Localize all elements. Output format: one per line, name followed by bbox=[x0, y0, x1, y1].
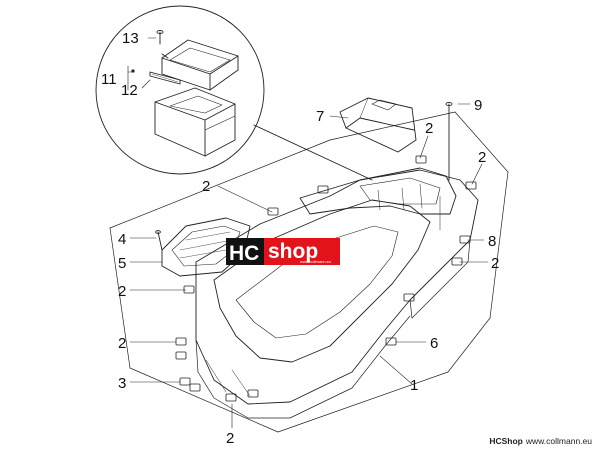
detail-inset-circle bbox=[95, 5, 265, 175]
screw-4-drawing bbox=[155, 230, 163, 251]
watermark-hc-text: HC bbox=[229, 242, 259, 265]
callout-12: 12 bbox=[121, 82, 138, 99]
battery-box-drawing bbox=[154, 87, 236, 157]
callout-9: 9 bbox=[474, 97, 482, 114]
part-12-dot bbox=[131, 69, 135, 73]
callout-8: 8 bbox=[488, 233, 496, 250]
callout-4: 4 bbox=[118, 231, 126, 248]
inset-leader-line bbox=[253, 124, 373, 181]
callout-labels: 13 11 12 7 9 2 2 2 4 5 8 2 2 2 6 3 1 2 bbox=[101, 30, 499, 447]
callout-2-left-lower: 2 bbox=[118, 335, 126, 352]
callout-5: 5 bbox=[118, 255, 126, 272]
callout-13: 13 bbox=[122, 30, 139, 47]
callout-2-top-right: 2 bbox=[425, 120, 433, 137]
watermark-shop-text: shop bbox=[268, 240, 318, 263]
callout-2-bottom: 2 bbox=[226, 430, 234, 447]
strap-12-drawing bbox=[149, 71, 181, 85]
bolt-9-drawing bbox=[445, 101, 453, 181]
hcshop-watermark-logo: HC shop www.collmann.eu bbox=[226, 238, 340, 265]
callout-3: 3 bbox=[118, 375, 126, 392]
callout-2-left-mid: 2 bbox=[118, 283, 126, 300]
callout-1: 1 bbox=[410, 377, 418, 394]
callout-6: 6 bbox=[430, 335, 438, 352]
callout-2-left-upper: 2 bbox=[202, 178, 210, 195]
callout-7: 7 bbox=[316, 108, 324, 125]
callout-2-right-upper: 2 bbox=[478, 149, 486, 166]
callout-2-right-mid: 2 bbox=[491, 255, 499, 272]
screw-13-drawing bbox=[156, 29, 164, 45]
clip-parts bbox=[175, 155, 477, 402]
callout-11: 11 bbox=[101, 71, 117, 88]
battery-lid-drawing bbox=[161, 39, 239, 91]
footer-site: www.collmann.eu bbox=[525, 436, 592, 446]
helmet-compartment-drawing bbox=[195, 167, 479, 419]
leader-lines bbox=[127, 37, 489, 429]
watermark-hc-box bbox=[226, 238, 264, 265]
footer-brand: HCShop bbox=[489, 436, 523, 446]
assembly-boundary bbox=[109, 111, 509, 433]
cover-7-drawing bbox=[339, 97, 417, 153]
watermark-url-text: www.collmann.eu bbox=[300, 259, 331, 264]
watermark-shop-box bbox=[264, 238, 340, 265]
